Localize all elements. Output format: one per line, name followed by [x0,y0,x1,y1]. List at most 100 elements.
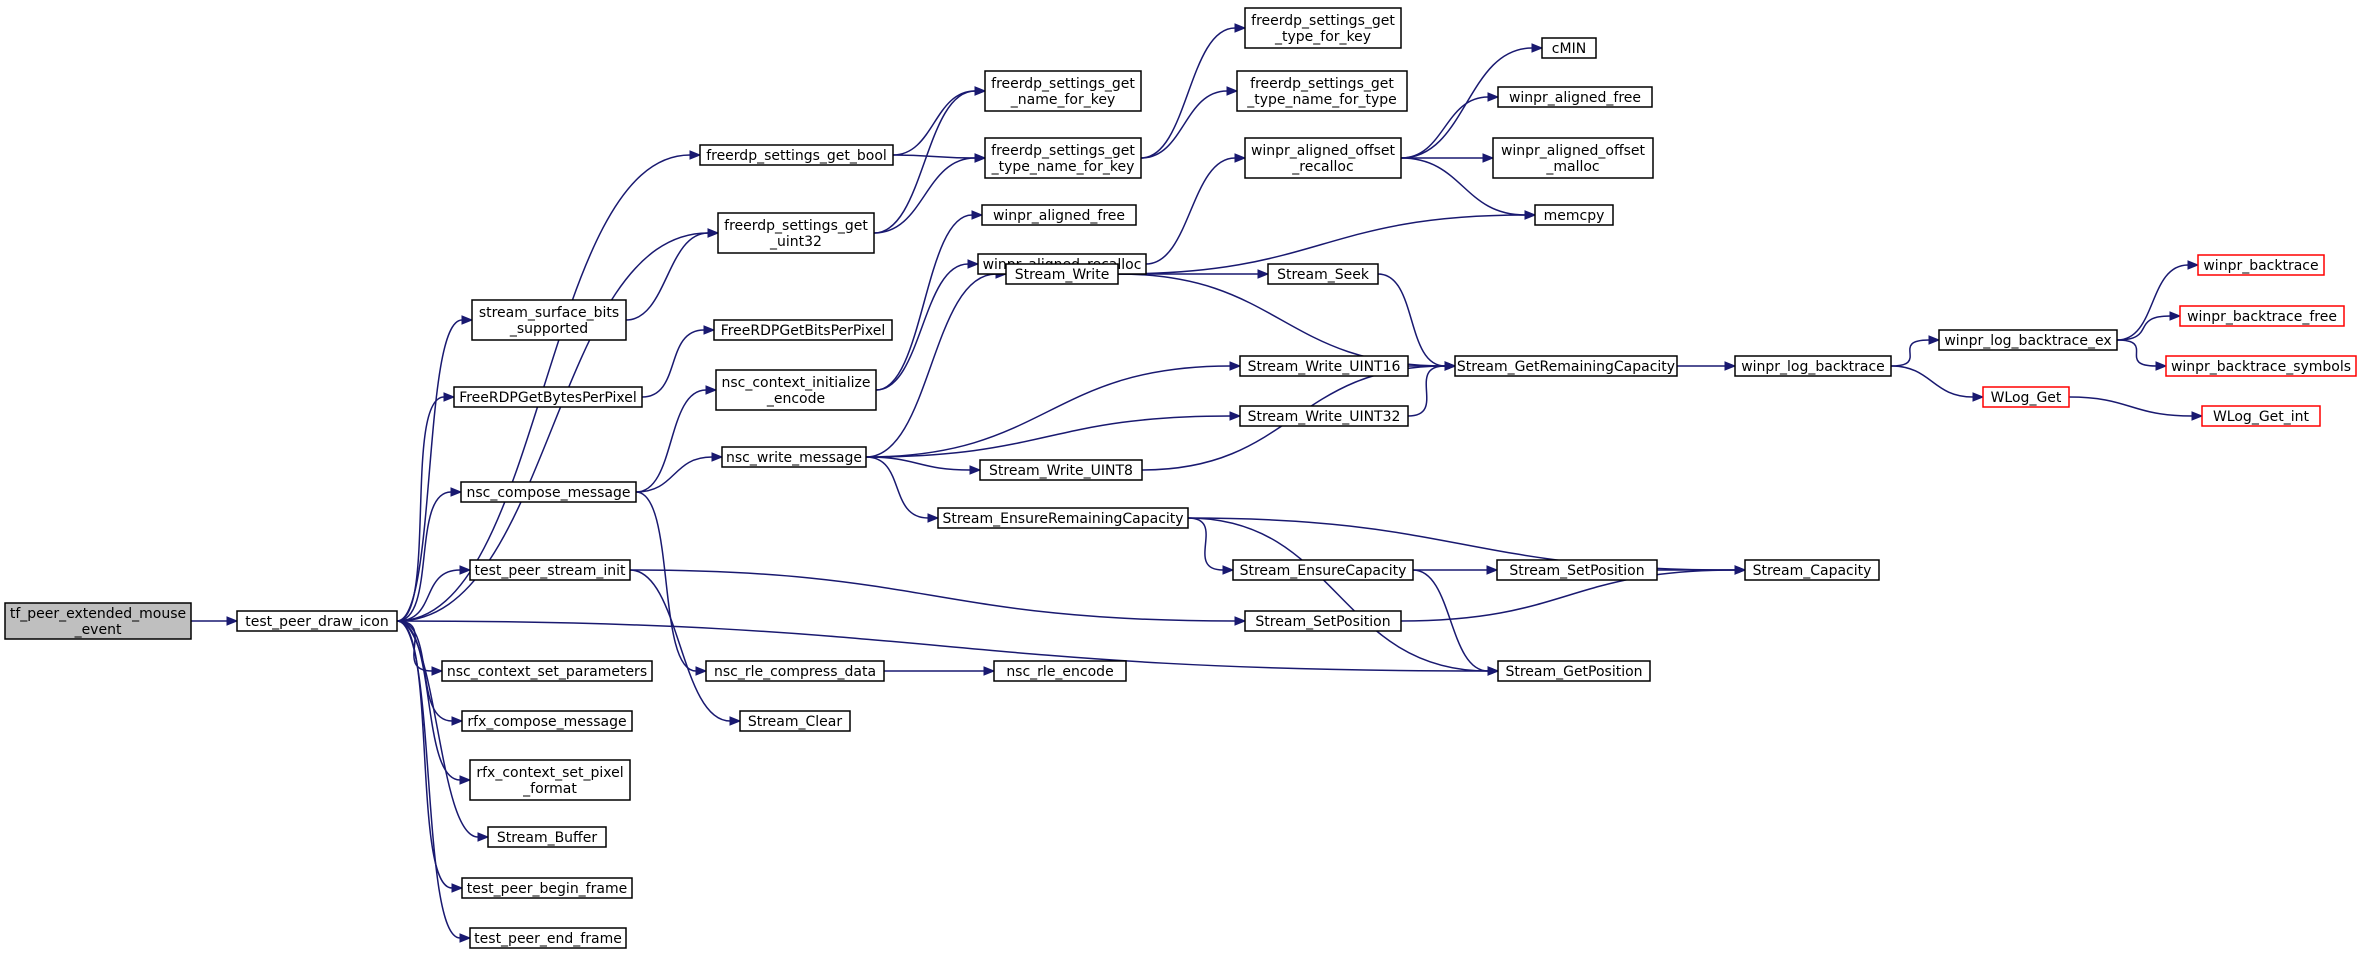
node-nsc_rle_compress_data[interactable]: nsc_rle_compress_data [705,660,885,682]
node-Stream_GetPosition[interactable]: Stream_GetPosition [1497,660,1651,682]
node-label: Stream_Write_UINT16 [1248,359,1401,375]
edge [396,620,490,842]
edge [396,620,444,676]
node-test_peer_begin_frame[interactable]: test_peer_begin_frame [461,877,633,899]
node-Stream_GetRemainingCapacity[interactable]: Stream_GetRemainingCapacity [1454,355,1678,377]
edge [396,150,702,622]
node-nsc_rle_encode[interactable]: nsc_rle_encode [993,660,1127,682]
node-memcpy[interactable]: memcpy [1534,204,1614,226]
node-box [441,660,653,682]
node-freerdp_settings_get_type_name_for_type[interactable]: freerdp_settings_get_type_name_for_type [1236,70,1408,112]
node-Stream_EnsureRemainingCapacity[interactable]: Stream_EnsureRemainingCapacity [937,507,1189,529]
edge [1890,335,1941,367]
node-label: memcpy [1544,208,1605,224]
node-Stream_Capacity[interactable]: Stream_Capacity [1744,559,1880,581]
node-label: freerdp_settings_get_bool [706,148,887,164]
node-box [699,144,894,166]
node-winpr_log_backtrace_ex[interactable]: winpr_log_backtrace_ex [1938,329,2118,351]
node-FreeRDPGetBytesPerPixel[interactable]: FreeRDPGetBytesPerPixel [453,386,643,408]
node-winpr_backtrace_symbols[interactable]: winpr_backtrace_symbols [2165,355,2357,377]
node-box [453,386,643,408]
node-box [717,212,875,254]
node-box [937,507,1189,529]
node-WLog_Get[interactable]: WLog_Get [1982,386,2070,408]
node-winpr_aligned_offset_malloc[interactable]: winpr_aligned_offset_malloc [1492,137,1654,179]
node-freerdp_settings_get_type_for_key[interactable]: freerdp_settings_get_type_for_key [1244,7,1402,49]
node-box [469,759,631,801]
edge [865,411,1242,458]
node-freerdp_settings_get_uint32[interactable]: freerdp_settings_get_uint32 [717,212,875,254]
node-stream_surface_bits_supported[interactable]: stream_surface_bits_supported [471,299,627,341]
node-box [1496,559,1658,581]
edge [1400,92,1500,159]
node-rfx_compose_message[interactable]: rfx_compose_message [461,710,633,732]
edge [396,620,472,785]
node-tf_peer_extended_mouse_event[interactable]: tf_peer_extended_mouse_event [4,602,192,640]
node-label: freerdp_settings_get [991,143,1135,159]
node-label: WLog_Get [1991,390,2062,406]
node-winpr_aligned_free_2[interactable]: winpr_aligned_free [1497,86,1653,108]
node-winpr_aligned_free_1[interactable]: winpr_aligned_free [981,204,1137,226]
node-box [981,204,1137,226]
node-Stream_Clear[interactable]: Stream_Clear [739,710,851,732]
node-Stream_SetPosition_2[interactable]: Stream_SetPosition [1244,610,1402,632]
node-label: winpr_log_backtrace [1741,359,1885,375]
node-winpr_backtrace[interactable]: winpr_backtrace [2197,254,2325,276]
node-FreeRDPGetBitsPerPixel[interactable]: FreeRDPGetBitsPerPixel [713,319,893,341]
node-test_peer_stream_init[interactable]: test_peer_stream_init [469,559,631,581]
node-label: _event [74,622,122,638]
node-winpr_log_backtrace[interactable]: winpr_log_backtrace [1734,355,1892,377]
node-label: rfx_compose_message [467,714,626,730]
edge [1140,23,1247,159]
node-label: Stream_Write_UINT32 [1248,409,1401,425]
node-nsc_context_initialize_encode[interactable]: nsc_context_initialize_encode [715,369,877,411]
node-test_peer_end_frame[interactable]: test_peer_end_frame [469,927,627,949]
node-box [471,299,627,341]
node-box [2165,355,2357,377]
node-rfx_context_set_pixel_format[interactable]: rfx_context_set_pixel_format [469,759,631,801]
node-box [487,826,607,848]
edge [1890,365,1985,402]
node-label: _type_for_key [1274,29,1371,45]
node-freerdp_settings_get_bool[interactable]: freerdp_settings_get_bool [699,144,894,166]
node-nsc_write_message[interactable]: nsc_write_message [721,446,867,468]
node-box [1454,355,1678,377]
node-box [1541,37,1597,59]
node-Stream_Write_UINT16[interactable]: Stream_Write_UINT16 [1239,355,1409,377]
node-Stream_Write_UINT8[interactable]: Stream_Write_UINT8 [979,459,1143,481]
node-label: _type_name_for_type [1246,92,1397,108]
node-box [1239,355,1409,377]
node-box [461,710,633,732]
node-box [1744,559,1880,581]
node-Stream_SetPosition_1[interactable]: Stream_SetPosition [1496,559,1658,581]
node-box [1497,660,1651,682]
node-box [1492,137,1654,179]
node-cMIN[interactable]: cMIN [1541,37,1597,59]
edge [191,616,239,626]
edge [396,315,474,622]
edge [629,569,742,726]
edge [1140,86,1239,159]
node-Stream_Buffer[interactable]: Stream_Buffer [487,826,607,848]
node-box [1982,386,2070,408]
node-test_peer_draw_icon[interactable]: test_peer_draw_icon [236,610,398,632]
node-Stream_EnsureCapacity[interactable]: Stream_EnsureCapacity [1232,559,1414,581]
node-label: winpr_backtrace_symbols [2171,359,2351,375]
node-nsc_compose_message[interactable]: nsc_compose_message [460,481,637,503]
node-label: winpr_log_backtrace_ex [1944,333,2111,349]
edge [1117,210,1537,275]
node-Stream_Write[interactable]: Stream_Write [1005,263,1119,285]
node-Stream_Seek[interactable]: Stream_Seek [1267,263,1379,285]
node-winpr_backtrace_free[interactable]: winpr_backtrace_free [2179,305,2345,327]
node-nsc_context_set_parameters[interactable]: nsc_context_set_parameters [441,660,653,682]
node-box [1267,263,1379,285]
node-freerdp_settings_get_type_name_for_key[interactable]: freerdp_settings_get_type_name_for_key [984,137,1142,179]
node-label: Stream_Write_UINT8 [989,463,1133,479]
node-winpr_aligned_offset_recalloc[interactable]: winpr_aligned_offset_recalloc [1244,137,1402,179]
node-label: freerdp_settings_get [991,76,1135,92]
node-Stream_Write_UINT32[interactable]: Stream_Write_UINT32 [1239,405,1409,427]
node-label: freerdp_settings_get [1250,76,1394,92]
edge [875,259,980,391]
node-freerdp_settings_get_name_for_key[interactable]: freerdp_settings_get_name_for_key [984,70,1142,112]
node-WLog_Get_int[interactable]: WLog_Get_int [2201,405,2321,427]
